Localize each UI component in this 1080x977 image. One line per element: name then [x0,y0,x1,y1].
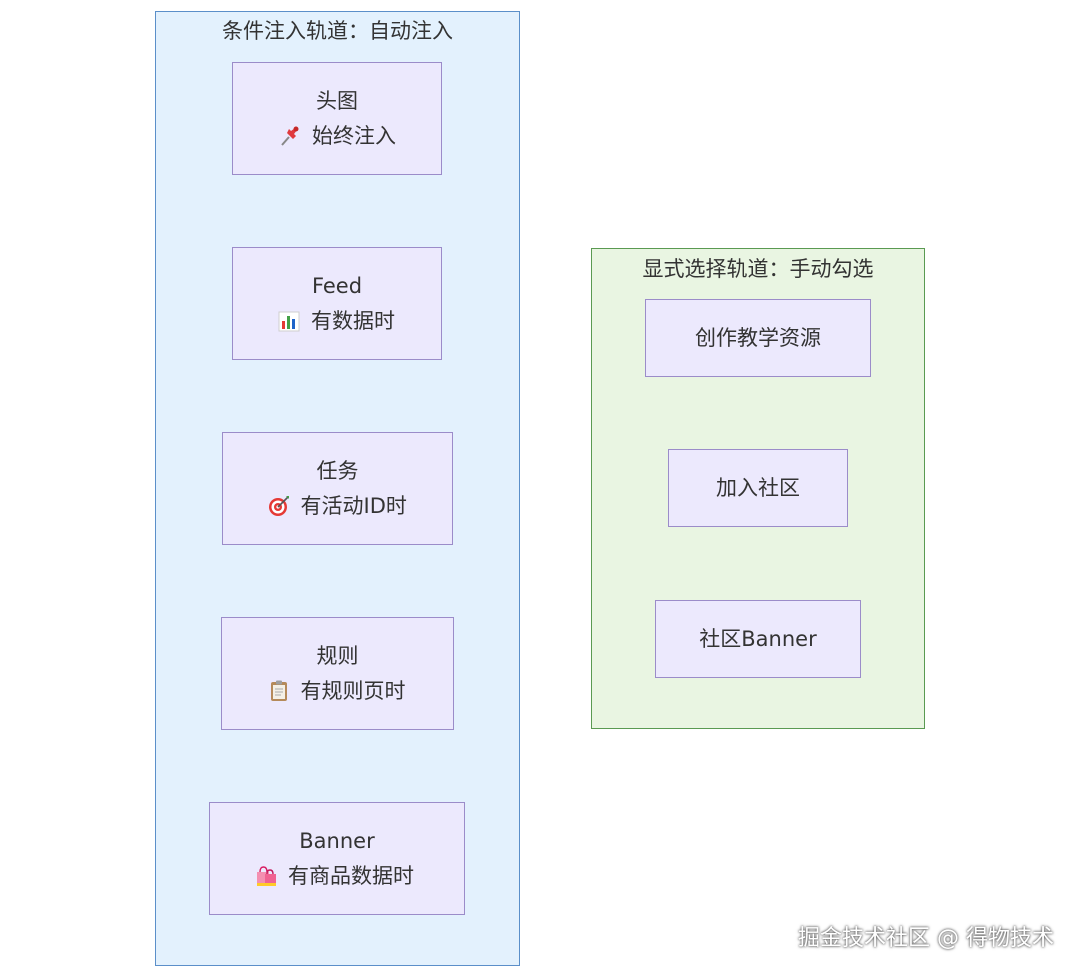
node-creation-resources: 创作教学资源 [645,299,871,377]
node-condition: 有规则页时 [300,678,406,703]
node-condition: 有活动ID时 [300,493,407,518]
target-icon [267,494,291,518]
node-feed: Feed 有数据时 [232,247,442,360]
auto-track-title: 条件注入轨道：自动注入 [222,19,453,43]
node-banner: Banner 有商品数据时 [209,802,465,915]
node-task: 任务 有活动ID时 [222,432,453,545]
node-condition: 始终注入 [312,123,396,148]
node-label: 创作教学资源 [695,325,821,350]
node-rules: 规则 有规则页时 [221,617,454,730]
node-community-banner: 社区Banner [655,600,861,678]
node-label: 任务 [316,458,359,483]
node-label: 社区Banner [699,626,817,651]
pin-icon [278,124,302,148]
shopping-bags-icon [254,864,278,888]
node-condition: 有数据时 [311,308,395,333]
node-label: 加入社区 [716,475,800,500]
manual-track-title: 显式选择轨道：手动勾选 [642,257,874,281]
watermark: 掘金技术社区 @ 得物技术 [798,926,1054,951]
node-condition: 有商品数据时 [288,863,414,888]
node-label: 头图 [316,88,358,113]
clipboard-icon [267,679,291,703]
node-label: Feed [311,273,363,298]
node-header-image: 头图 始终注入 [232,62,442,175]
node-join-community: 加入社区 [668,449,848,527]
node-label: 规则 [316,643,359,668]
node-label: Banner [299,828,375,853]
bar-chart-icon [277,309,301,333]
